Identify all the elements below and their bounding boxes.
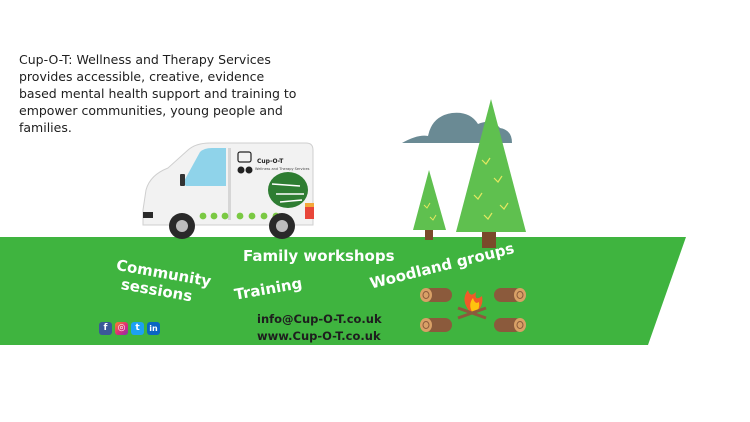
facebook-icon[interactable]: f (99, 322, 112, 335)
log-icon-top-right (494, 288, 526, 302)
van-brand-text: Cup-O-T (257, 158, 284, 165)
contact-email[interactable]: info@Cup-O-T.co.uk (257, 312, 382, 326)
service-family-workshops: Family workshops (243, 247, 395, 265)
van-logo-icon (237, 151, 253, 174)
log-icon-bottom-right (494, 318, 526, 332)
intro-text: Cup-O-T: Wellness and Therapy Services p… (19, 52, 297, 135)
campfire-icon (457, 290, 487, 320)
social-links: f ◎ t in (99, 322, 160, 335)
instagram-icon[interactable]: ◎ (115, 322, 128, 335)
log-icon-bottom-left (420, 318, 452, 332)
van-icon (142, 142, 314, 239)
tree-icon-large (456, 99, 526, 248)
van-wheel-rear (269, 213, 295, 239)
leaf-icon (268, 172, 308, 208)
twitter-icon[interactable]: t (131, 322, 144, 335)
tree-icon-small (413, 170, 446, 240)
linkedin-icon[interactable]: in (147, 322, 160, 335)
van-wheel-front (169, 213, 195, 239)
contact-block: info@Cup-O-T.co.uk www.Cup-O-T.co.uk (257, 311, 382, 345)
contact-website[interactable]: www.Cup-O-T.co.uk (257, 329, 381, 343)
log-icon-top-left (420, 288, 452, 302)
van-subtitle-text: Wellness and Therapy Services (255, 167, 310, 171)
